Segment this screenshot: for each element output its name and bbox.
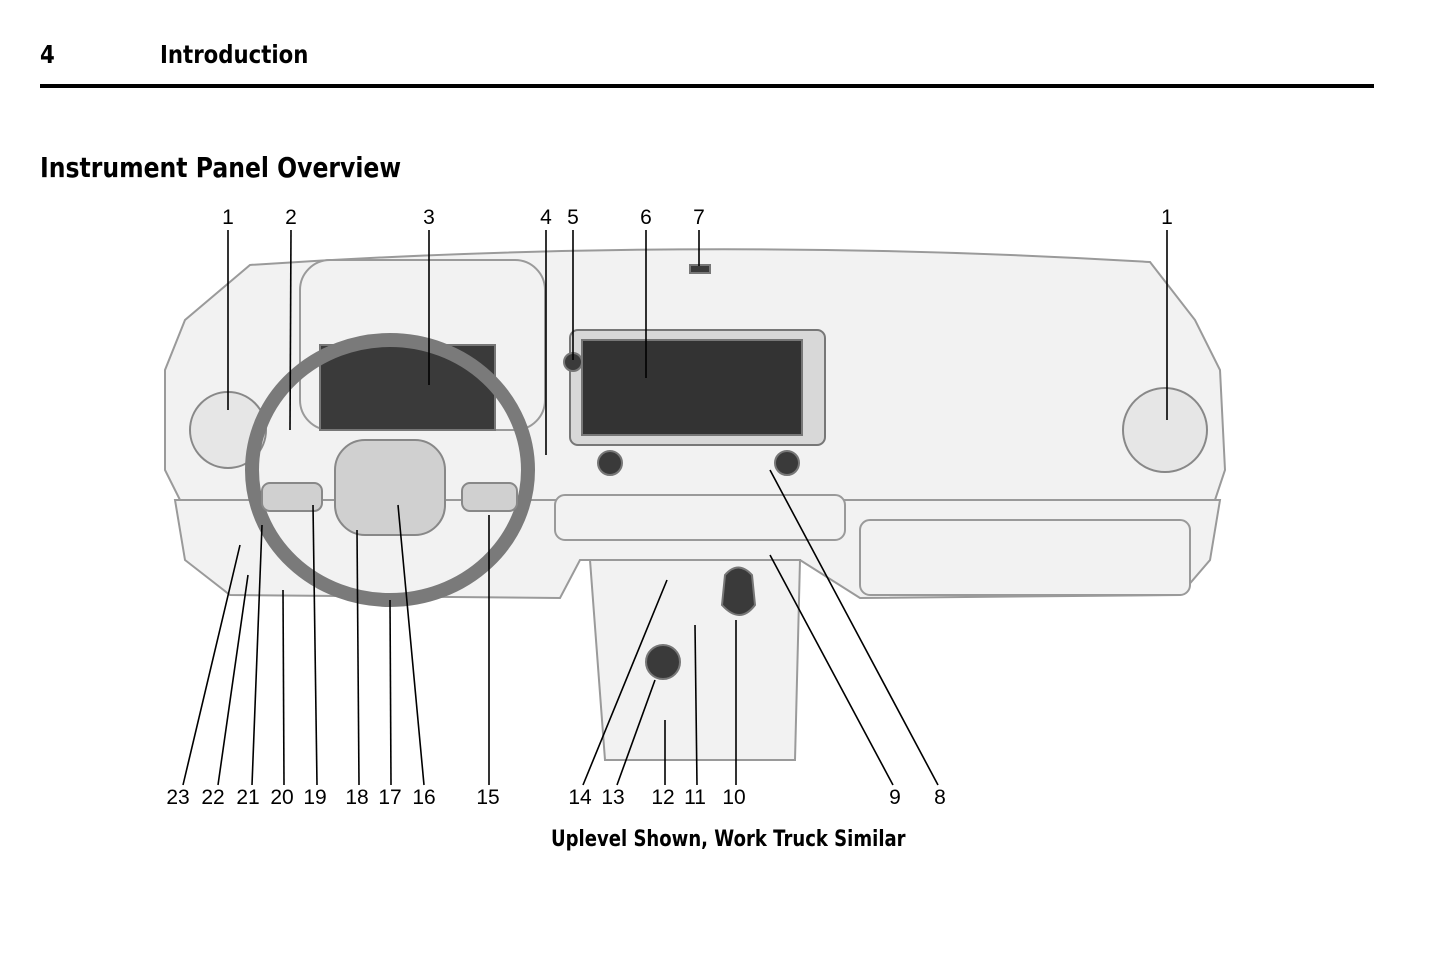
callout-callouts_bottom-8: 15 (476, 786, 500, 809)
callout-callouts_top-0: 1 (222, 206, 234, 229)
callout-callouts_bottom-15: 8 (934, 786, 946, 809)
callout-callouts_top-4: 5 (567, 206, 579, 229)
callout-callouts_bottom-6: 17 (378, 786, 402, 809)
callout-callouts_bottom-3: 20 (270, 786, 294, 809)
leader-lines (182, 229, 1168, 786)
drive-mode-knob (645, 644, 681, 680)
volume-knob (597, 450, 623, 476)
right-vent (1122, 387, 1208, 473)
steering-hub (334, 439, 446, 536)
callout-callouts_bottom-2: 21 (236, 786, 260, 809)
callout-callouts_bottom-13: 10 (722, 786, 746, 809)
header-rule (40, 84, 1374, 88)
camera (689, 264, 711, 274)
shifter (720, 566, 757, 616)
callout-callouts_bottom-14: 9 (889, 786, 901, 809)
callout-callouts_top-6: 7 (693, 206, 705, 229)
callout-callouts_bottom-4: 19 (303, 786, 327, 809)
glovebox (859, 519, 1191, 596)
left-wheel-controls (261, 482, 323, 512)
callout-callouts_top-7: 1 (1161, 206, 1173, 229)
section-title: Instrument Panel Overview (40, 151, 402, 184)
callout-callouts_bottom-1: 22 (201, 786, 225, 809)
right-wheel-controls (461, 482, 518, 512)
callout-callouts_top-5: 6 (640, 206, 652, 229)
callout-callouts_bottom-9: 14 (568, 786, 592, 809)
callout-callouts_bottom-10: 13 (601, 786, 625, 809)
callout-callouts_top-2: 3 (423, 206, 435, 229)
figure-caption: Uplevel Shown, Work Truck Similar (551, 827, 906, 852)
climate-panel (554, 494, 846, 541)
tuning-knob (774, 450, 800, 476)
callout-callouts_top-3: 4 (540, 206, 552, 229)
callout-callouts_bottom-11: 12 (651, 786, 675, 809)
callout-callouts_top-1: 2 (285, 206, 297, 229)
callout-callouts_bottom-0: 23 (166, 786, 190, 809)
chapter-title: Introduction (160, 40, 309, 69)
callout-callouts_bottom-12: 11 (684, 786, 706, 809)
callout-callouts_bottom-7: 16 (412, 786, 436, 809)
callout-callouts_bottom-5: 18 (345, 786, 369, 809)
page-number: 4 (40, 40, 55, 69)
